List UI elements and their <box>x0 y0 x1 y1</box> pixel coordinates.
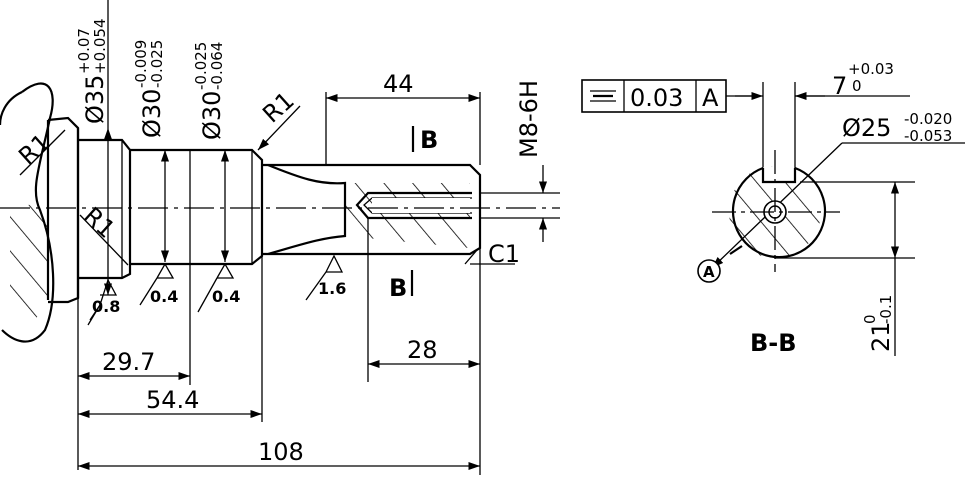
r1-inner-leader <box>79 214 129 266</box>
thread-hole-outer <box>355 191 472 220</box>
keyway-width-upper: +0.03 <box>848 60 894 78</box>
dimensions-main: Ø35 +0.07 +0.054 Ø30 -0.009 -0.025 Ø30 -… <box>13 0 560 475</box>
d30a-lower: -0.025 <box>148 40 166 88</box>
len28-label: 28 <box>407 336 438 364</box>
d30a-label: Ø30 <box>138 89 166 138</box>
depth-lower: -0.1 <box>877 295 895 324</box>
roughness-value: 0.4 <box>150 287 178 306</box>
roughness-symbol: 0.8 <box>87 278 120 326</box>
r1-left-label: R1 <box>13 128 55 170</box>
r1-top-label: R1 <box>257 86 299 128</box>
len29-7-label: 29.7 <box>102 348 155 376</box>
d30b-lower: -0.064 <box>208 42 226 90</box>
break-line <box>267 163 347 256</box>
d35-section <box>78 138 132 280</box>
roughness-symbol: 0.4 <box>139 262 178 306</box>
keyway-width-label: 7 <box>832 72 847 100</box>
roughness-value: 1.6 <box>318 279 346 298</box>
symmetry-icon <box>590 90 616 102</box>
flange-top-edge <box>0 91 23 126</box>
section-title: B-B <box>750 329 797 357</box>
len44-label: 44 <box>383 70 414 98</box>
r1-left-leader <box>19 129 66 176</box>
keyway-void <box>763 166 795 182</box>
thread-label: M8-6H <box>515 80 543 158</box>
chamfer-label: C1 <box>488 240 520 268</box>
d35-lower: +0.054 <box>91 18 109 74</box>
section-view-bb: 0.03 A 7 +0.03 0 Ø25 -0.020 -0.053 <box>581 60 965 357</box>
roughness-value: 0.8 <box>92 297 120 316</box>
d30b-label: Ø30 <box>198 91 226 140</box>
d35-upper: +0.07 <box>75 28 93 74</box>
roughness-symbol: 1.6 <box>305 254 346 301</box>
datum-tick <box>729 245 743 255</box>
len54-4-label: 54.4 <box>146 386 199 414</box>
d30-section <box>130 148 264 266</box>
d25-label: Ø25 <box>842 114 891 142</box>
flange-hatch <box>10 204 48 324</box>
len108-label: 108 <box>258 438 304 466</box>
d35-label: Ø35 <box>81 75 109 124</box>
r1-top-leader <box>257 105 301 151</box>
section-marker-bottom: B <box>389 274 407 302</box>
keyway-width-lower: 0 <box>852 77 862 95</box>
section-marker-top: B <box>420 126 438 154</box>
roughness-symbol: 0.4 <box>197 262 240 313</box>
shaft-main-view <box>0 82 560 343</box>
depth-upper: 0 <box>861 314 879 324</box>
d30a-upper: -0.009 <box>132 40 150 88</box>
roughness-symbols: 0.8 0.4 0.4 1.6 <box>87 254 346 326</box>
thread-hole-void <box>372 198 470 213</box>
tolerance-value: 0.03 <box>630 84 683 112</box>
d25-upper: -0.020 <box>904 110 952 128</box>
datum-circle <box>697 259 721 283</box>
keyway-outline <box>761 168 797 184</box>
d30b-upper: -0.025 <box>192 42 210 90</box>
shaft-end-outline <box>262 163 482 256</box>
roughness-value: 0.4 <box>212 287 240 306</box>
tolerance-datum: A <box>702 84 719 112</box>
d25-lower: -0.053 <box>904 127 952 145</box>
datum-label: A <box>703 263 715 281</box>
chamfer-leader-tip <box>464 249 478 265</box>
section-circle <box>731 166 827 259</box>
depth-label: 21 <box>867 321 895 352</box>
